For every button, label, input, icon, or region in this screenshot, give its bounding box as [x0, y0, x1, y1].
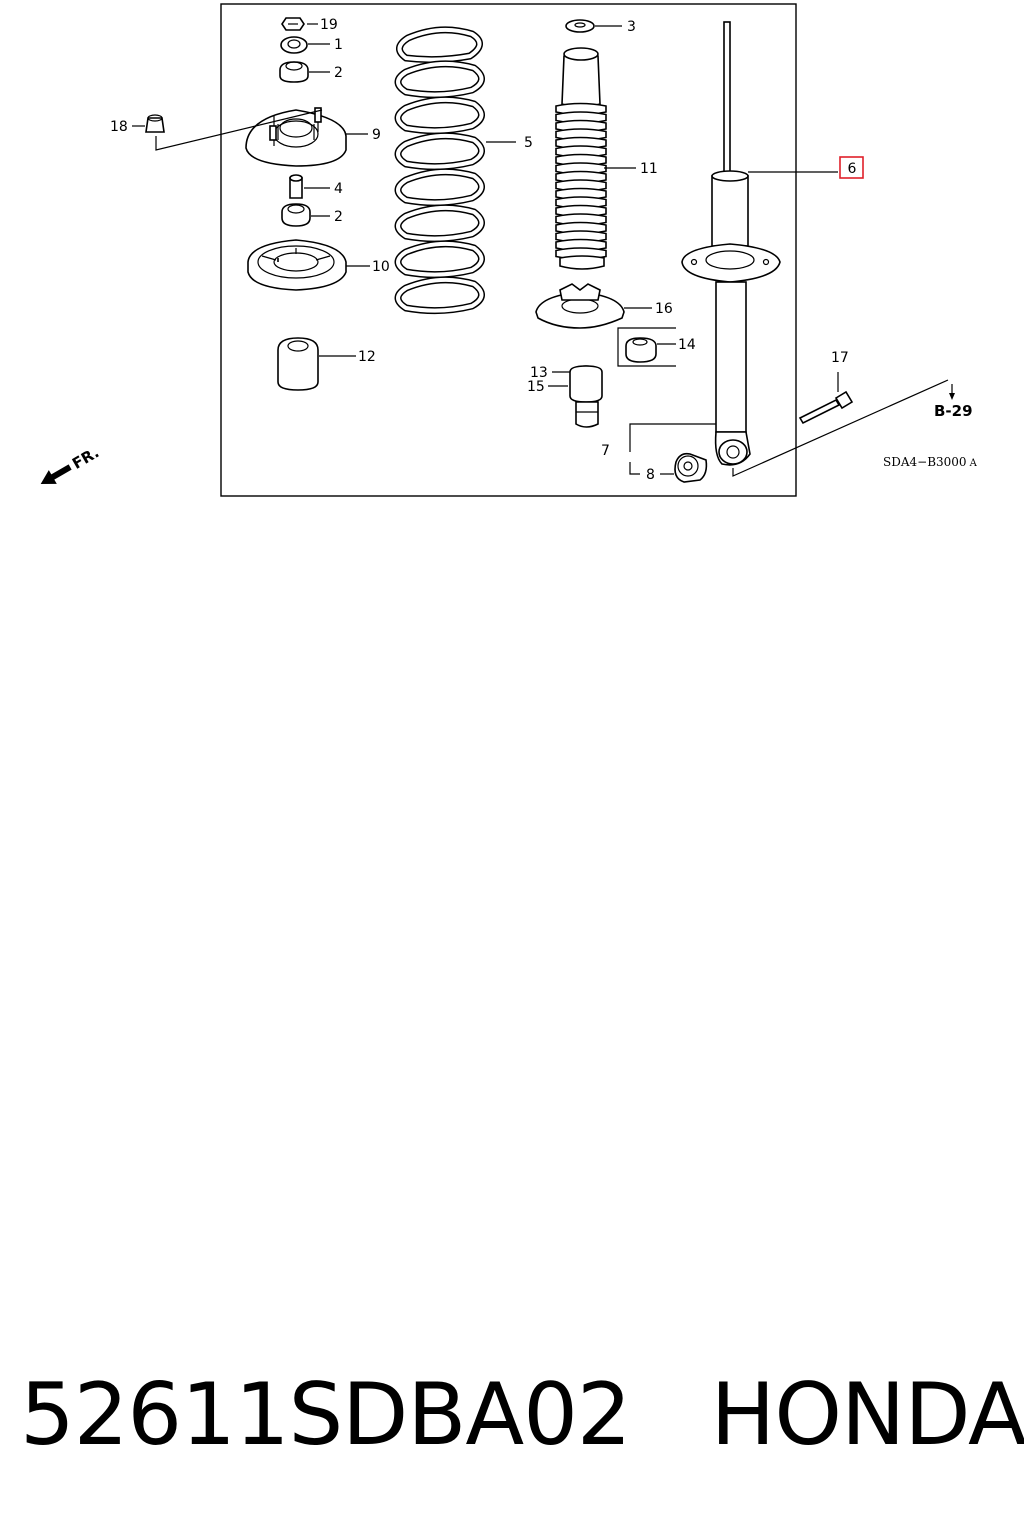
callout-9: 9	[372, 127, 381, 143]
part-caption: 52611SDBA02 HONDA	[20, 1365, 1024, 1465]
callout-10: 10	[372, 259, 390, 275]
callout-7: 7	[601, 443, 610, 459]
part-2-bushing-upper	[279, 61, 330, 83]
part-1-washer	[280, 36, 330, 54]
callout-6: 6	[848, 161, 857, 177]
callout-17: 17	[831, 350, 849, 366]
callout-8: 8	[646, 467, 655, 483]
brand-name: HONDA	[710, 1365, 1024, 1465]
front-arrow-icon: FR.	[40, 443, 102, 484]
part-18-nut	[132, 109, 323, 151]
part-3-cap	[565, 19, 622, 33]
reference-label: B-29	[934, 402, 973, 420]
part-12-bump-rubber	[277, 258, 356, 391]
part-6-shock-absorber	[629, 21, 949, 477]
callout-3: 3	[627, 19, 636, 35]
parts-diagram: FR. 19 1 2 18 9 4 2 10 12 5 3 11 16 13 1…	[40, 3, 978, 497]
part-19-nut	[281, 17, 318, 31]
part-17-bolt	[798, 372, 854, 425]
callout-5: 5	[524, 135, 533, 151]
callout-15: 15	[527, 379, 545, 395]
part-11-dust-boot	[555, 47, 636, 270]
callout-1: 1	[334, 37, 343, 53]
callout-16: 16	[655, 301, 673, 317]
part-number: 52611SDBA02	[20, 1365, 632, 1465]
front-label: FR.	[69, 443, 102, 472]
callout-18: 18	[110, 119, 128, 135]
part-15-bump-stop	[548, 365, 603, 428]
callout-11: 11	[640, 161, 658, 177]
part-8-bushing	[629, 452, 708, 483]
callout-12: 12	[358, 349, 376, 365]
callout-14: 14	[678, 337, 696, 353]
part-9-upper-mount	[245, 107, 368, 167]
part-14-bushing	[617, 327, 676, 367]
callout-4: 4	[334, 181, 343, 197]
callout-19: 19	[320, 17, 338, 33]
diagram-frame	[220, 3, 797, 497]
part-5-coil-spring	[394, 26, 516, 315]
part-2-bushing-lower	[281, 203, 330, 227]
callout-6-highlighted[interactable]: 6	[839, 156, 864, 179]
callout-13: 13	[530, 365, 548, 381]
callout-2-upper: 2	[334, 65, 343, 81]
callout-2-lower: 2	[334, 209, 343, 225]
part-4-collar	[289, 174, 330, 199]
part-10-spring-seat	[247, 239, 370, 291]
part-16-lower-seat	[535, 283, 652, 329]
reference-arrow	[949, 384, 955, 400]
